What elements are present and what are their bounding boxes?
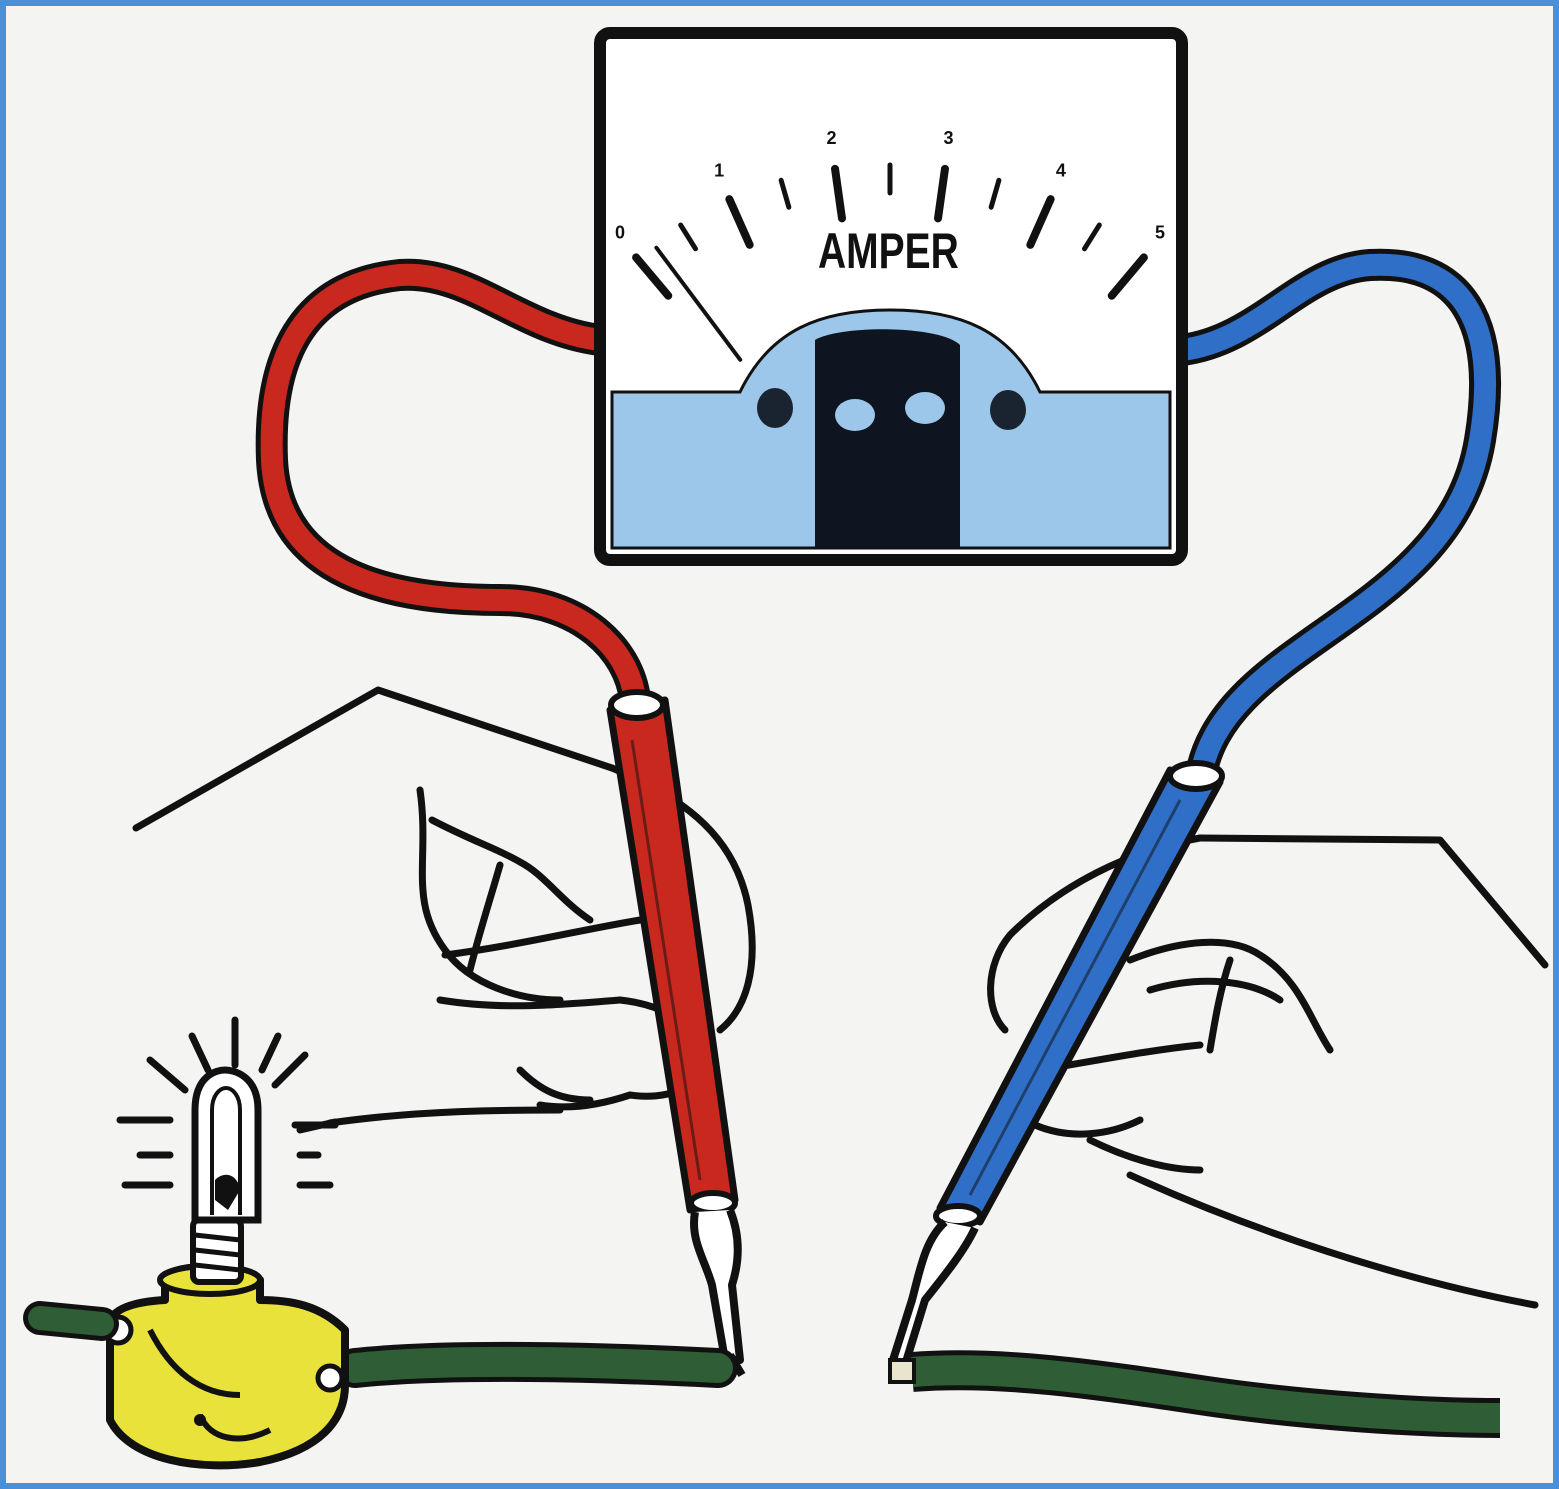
right-hand-icon	[991, 838, 1545, 1305]
green-wire-right	[890, 1360, 1500, 1418]
green-wire-left	[355, 1362, 718, 1368]
meter-coil-right	[905, 392, 945, 424]
meter-screw-left	[757, 388, 793, 428]
blue-probe-icon	[893, 763, 1222, 1365]
scale-label: 3	[943, 128, 953, 148]
scale-label: 2	[827, 128, 837, 148]
blue-lead	[1182, 265, 1485, 780]
scale-label: 1	[714, 160, 724, 180]
unit-label: AMPER	[818, 222, 959, 279]
meter-screw-right	[990, 390, 1026, 430]
red-probe-icon	[610, 692, 742, 1375]
meter-coil-left	[835, 399, 875, 431]
scale-label: 5	[1155, 222, 1165, 242]
scale-label: 0	[615, 222, 625, 242]
ammeter-icon: 0 1 2 3 4 5 AMPER	[600, 33, 1182, 560]
scale-label: 4	[1056, 160, 1066, 180]
meter-mechanism	[815, 329, 960, 548]
bulb-icon	[40, 1020, 345, 1465]
